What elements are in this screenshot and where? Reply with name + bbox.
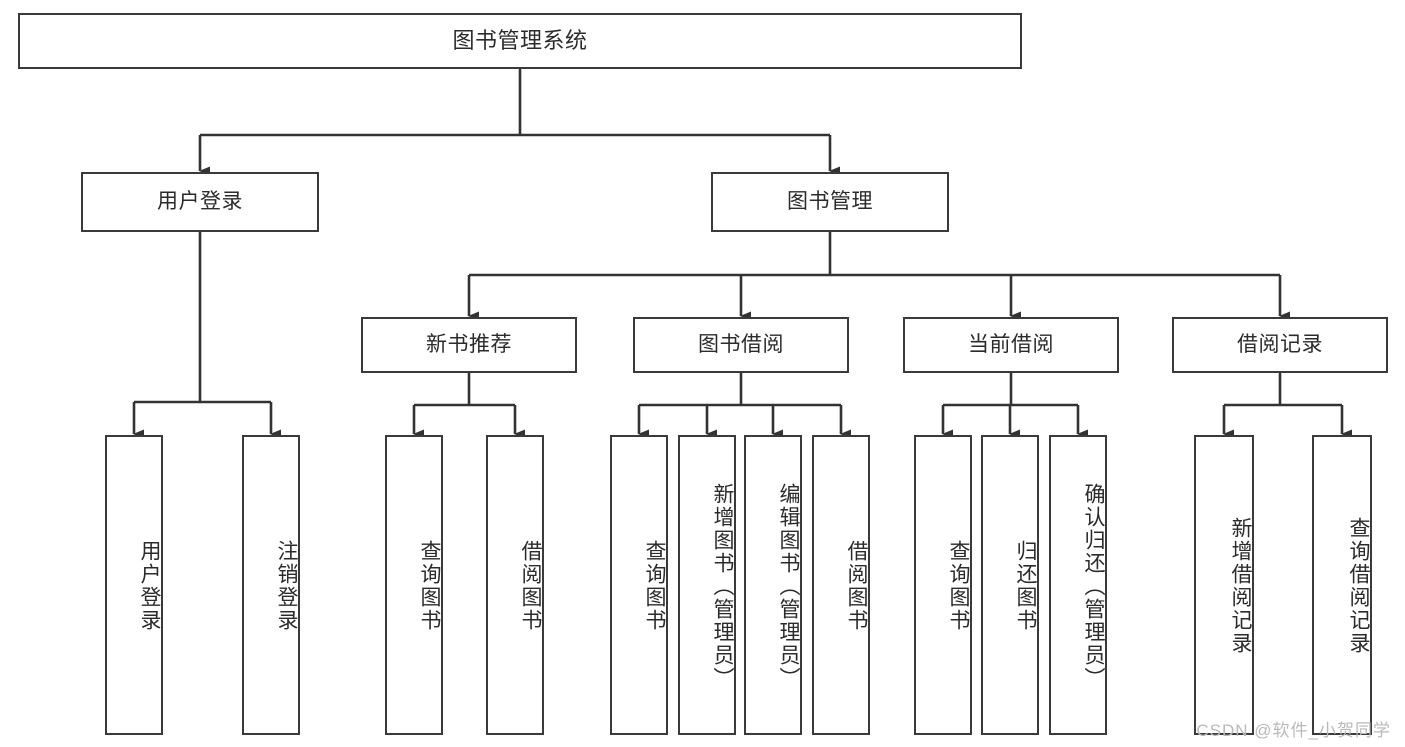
node-borrow-record[interactable]: 借阅记录 (1172, 317, 1388, 373)
node-label: 借阅图书 (845, 540, 868, 632)
node-label: 归还图书 (1014, 540, 1037, 632)
node-new-book-rec[interactable]: 新书推荐 (361, 317, 577, 373)
node-label: 查询图书 (418, 540, 441, 632)
node-book-borrow[interactable]: 图书借阅 (633, 317, 849, 373)
node-label: 注销登录 (275, 540, 298, 632)
node-label: 确认归还（管理员） (1082, 482, 1105, 690)
node-leaf-user-login[interactable]: 用户登录 (105, 435, 163, 735)
node-leaf-rec-query-book[interactable]: 查询图书 (385, 435, 443, 735)
node-book-manage[interactable]: 图书管理 (711, 172, 949, 232)
node-leaf-bb-edit-book[interactable]: 编辑图书（管理员） (744, 435, 802, 735)
node-label: 当前借阅 (968, 332, 1054, 356)
node-label: 借阅图书 (519, 540, 542, 632)
node-user-login[interactable]: 用户登录 (81, 172, 319, 232)
node-label: 借阅记录 (1237, 332, 1323, 356)
node-leaf-cb-query-book[interactable]: 查询图书 (914, 435, 972, 735)
node-root[interactable]: 图书管理系统 (18, 13, 1022, 69)
node-leaf-br-add-record[interactable]: 新增借阅记录 (1194, 435, 1254, 735)
node-leaf-logout[interactable]: 注销登录 (242, 435, 300, 735)
node-leaf-cb-return-book[interactable]: 归还图书 (981, 435, 1039, 735)
node-label: 编辑图书（管理员） (777, 482, 800, 690)
node-leaf-bb-add-book[interactable]: 新增图书（管理员） (678, 435, 736, 735)
node-label: 用户登录 (138, 540, 161, 632)
node-label: 图书借阅 (698, 332, 784, 356)
node-leaf-br-query-record[interactable]: 查询借阅记录 (1312, 435, 1372, 735)
node-leaf-cb-confirm-return[interactable]: 确认归还（管理员） (1049, 435, 1107, 735)
node-label: 用户登录 (157, 189, 243, 213)
node-label: 查询图书 (947, 540, 970, 632)
node-label: 新书推荐 (426, 332, 512, 356)
node-label: 查询借阅记录 (1347, 517, 1370, 655)
node-label: 图书管理 (787, 189, 873, 213)
node-leaf-rec-borrow-book[interactable]: 借阅图书 (486, 435, 544, 735)
node-label: 图书管理系统 (452, 28, 588, 54)
node-label: 新增借阅记录 (1229, 517, 1252, 655)
node-current-borrow[interactable]: 当前借阅 (903, 317, 1119, 373)
node-label: 新增图书（管理员） (711, 482, 734, 690)
node-leaf-bb-borrow-book[interactable]: 借阅图书 (812, 435, 870, 735)
node-leaf-bb-query-book[interactable]: 查询图书 (610, 435, 668, 735)
node-label: 查询图书 (643, 540, 666, 632)
